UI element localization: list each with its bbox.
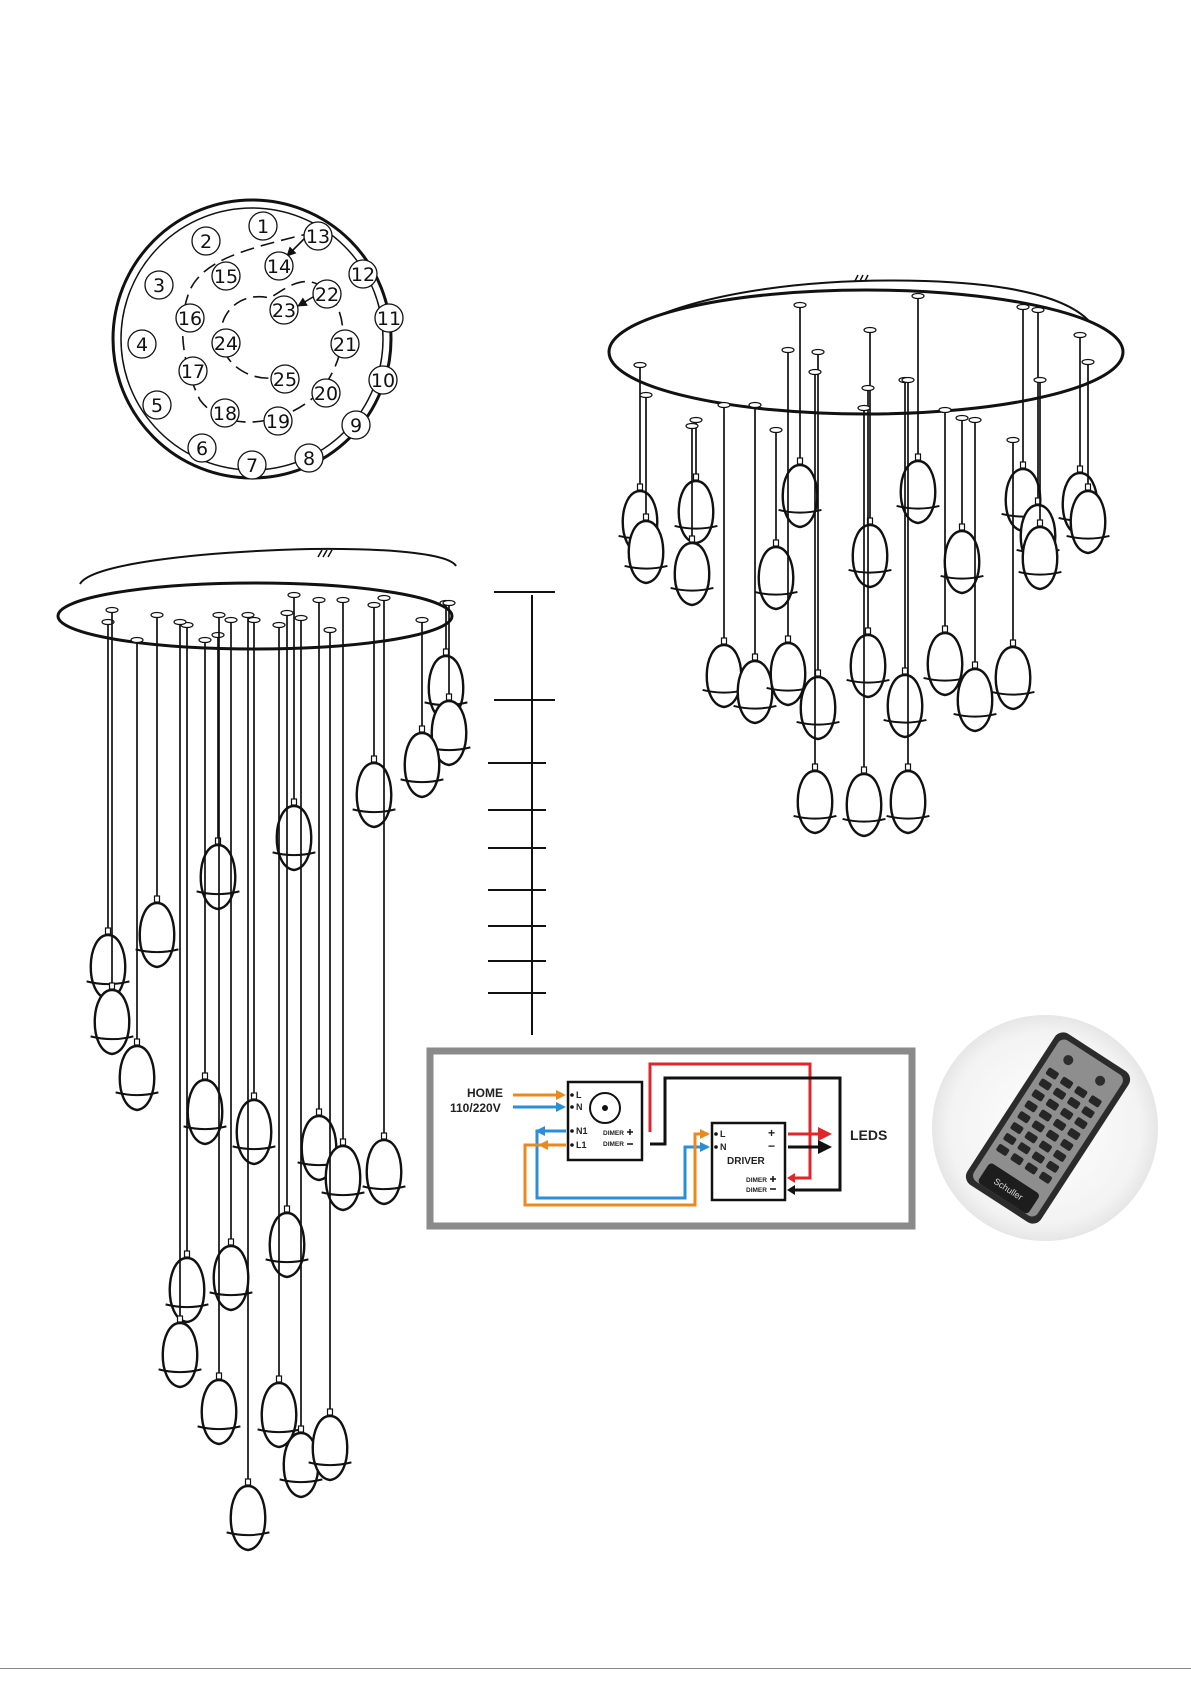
position-number: 19	[266, 411, 290, 433]
pendant	[136, 613, 179, 968]
driver-minus: −	[768, 1139, 775, 1153]
pendant	[197, 633, 240, 910]
position-number: 14	[267, 256, 291, 278]
driver-terminal-l: L	[720, 1129, 726, 1139]
position-number: 23	[272, 300, 296, 322]
dimmer-knob-center	[602, 1105, 608, 1111]
leds-label: LEDS	[850, 1127, 887, 1143]
position-number: 13	[306, 226, 330, 248]
position-number: 21	[333, 334, 357, 356]
position-number: 5	[151, 395, 163, 417]
dimmer-out-minus: DIMER	[603, 1141, 624, 1148]
position-number: 16	[178, 308, 202, 330]
height-scale	[488, 592, 555, 1035]
position-number: 10	[371, 370, 395, 392]
position-number: 4	[136, 334, 148, 356]
pendant	[198, 613, 241, 1445]
dimmer-terminal-l: L	[576, 1090, 582, 1100]
pendant	[280, 616, 323, 1498]
pendant	[703, 403, 746, 708]
position-number: 15	[214, 266, 238, 288]
pendant	[309, 628, 352, 1481]
position-number: 25	[273, 369, 297, 391]
pendant	[87, 620, 130, 1000]
pendant	[166, 623, 209, 1323]
spiral-chandelier-drawing	[58, 549, 470, 1550]
position-number: 11	[377, 308, 401, 330]
voltage-label: 110/220V	[450, 1101, 501, 1115]
position-number: 3	[153, 275, 165, 297]
pendant	[363, 596, 406, 1205]
driver-terminal-n: N	[720, 1142, 727, 1152]
driver-label: DRIVER	[727, 1156, 766, 1167]
driver-plus: +	[768, 1126, 775, 1140]
dimmer-out-plus: DIMER	[603, 1130, 624, 1137]
cluster-chandelier-drawing	[609, 275, 1123, 836]
position-number: 17	[181, 361, 205, 383]
pendant	[625, 393, 668, 584]
position-number: 6	[196, 438, 208, 460]
dimmer-terminal-n1: N1	[576, 1126, 588, 1136]
pendant	[884, 378, 927, 738]
position-number: 9	[350, 415, 362, 437]
pendant	[675, 418, 718, 544]
position-number: 1	[257, 216, 269, 238]
dimmer-terminal-l1: L1	[576, 1140, 587, 1150]
dimmer-terminal-n: N	[576, 1102, 583, 1112]
position-number: 8	[303, 448, 315, 470]
canopy-top-edge	[80, 549, 456, 584]
spiral-arrow-1	[287, 238, 305, 256]
page-footer-rule	[0, 1668, 1191, 1669]
driver-dim-minus: DIMER	[746, 1187, 767, 1194]
home-label: HOME	[467, 1086, 503, 1100]
pendant	[322, 598, 365, 1211]
position-number: 7	[246, 455, 258, 477]
spiral-pendants	[87, 593, 471, 1551]
position-number: 24	[214, 333, 238, 355]
wiring-diagram: HOME 110/220V L N N1 L1 DIMER DIMER L N …	[430, 1051, 912, 1226]
position-number: 12	[351, 264, 375, 286]
pendant	[843, 406, 886, 837]
pendant	[887, 378, 930, 834]
position-number: 2	[200, 231, 212, 253]
canopy-plate	[58, 583, 452, 649]
pendant	[298, 598, 341, 1181]
pendant	[266, 611, 309, 1278]
pendant	[941, 416, 984, 594]
cluster-canopy-plate	[609, 290, 1123, 414]
position-number: 18	[213, 403, 237, 425]
driver-dim-plus: DIMER	[746, 1177, 767, 1184]
canopy-mark	[318, 550, 332, 557]
remote-control-photo: Schuller	[932, 1015, 1158, 1241]
position-number: 22	[315, 284, 339, 306]
position-number: 20	[314, 383, 338, 405]
pendant	[210, 618, 253, 1311]
